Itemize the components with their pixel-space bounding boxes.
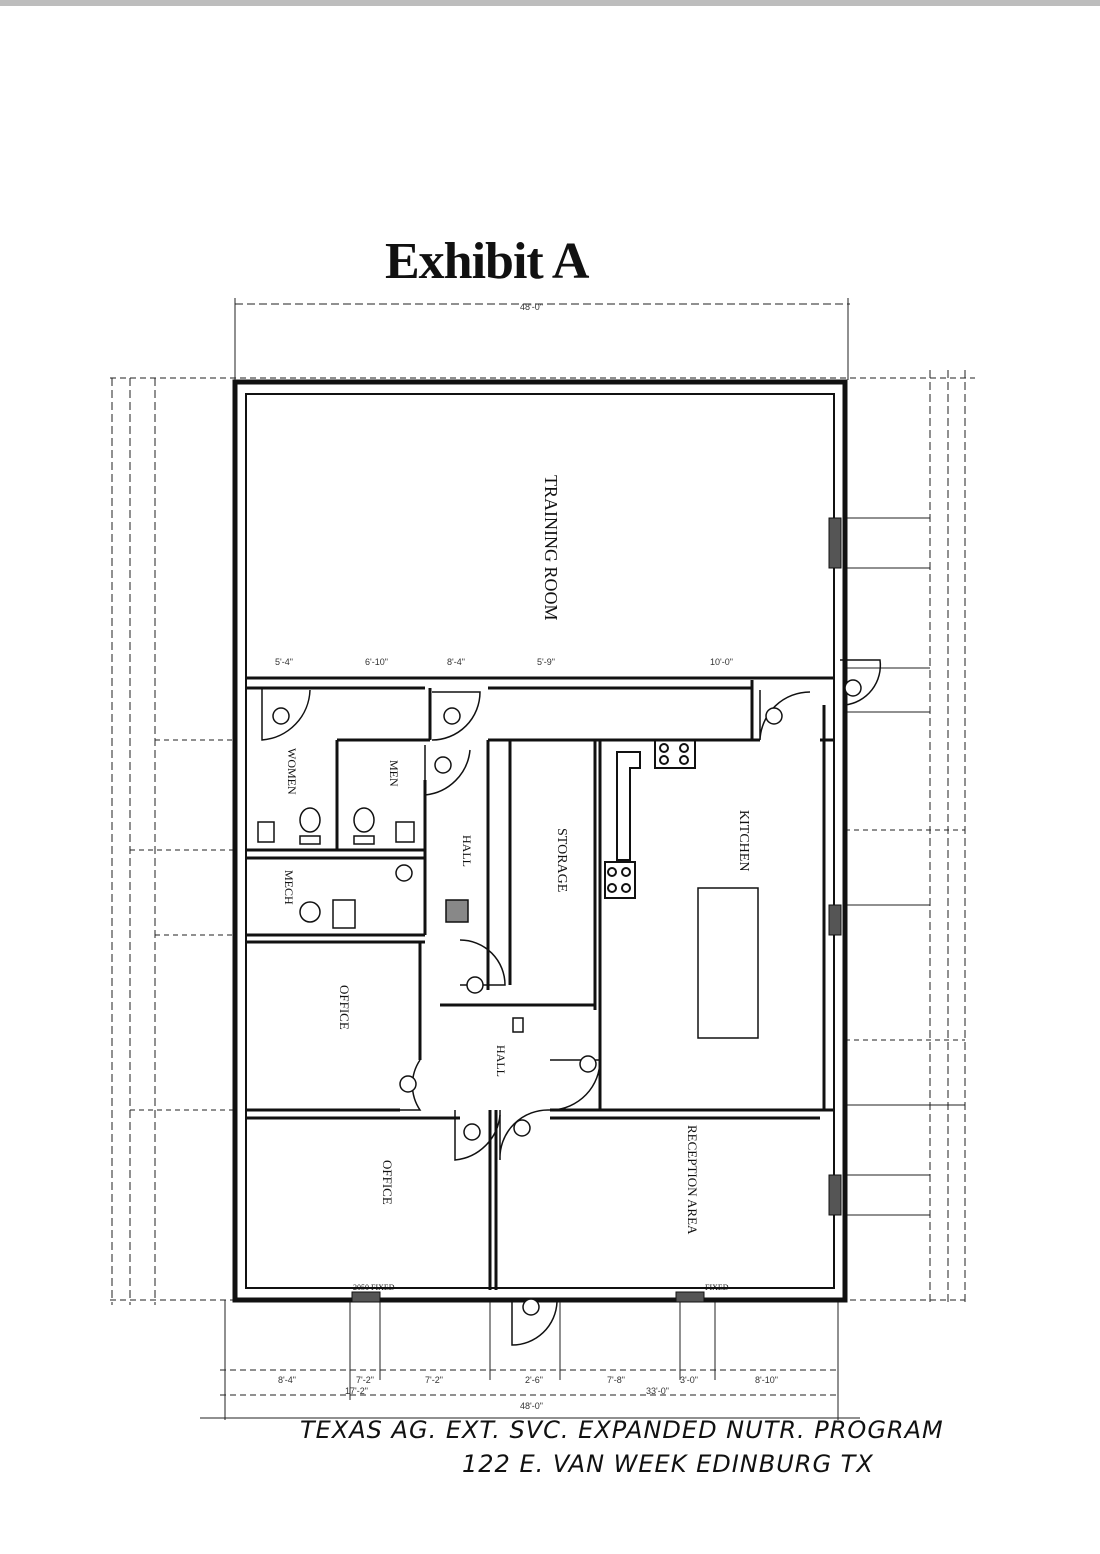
svg-text:8'-10": 8'-10" [755, 1375, 778, 1385]
svg-text:48'-0": 48'-0" [520, 302, 543, 312]
label-kitchen: KITCHEN [736, 810, 751, 871]
svg-text:8'-4": 8'-4" [447, 657, 465, 667]
svg-text:2'-6": 2'-6" [525, 1375, 543, 1385]
label-men: MEN [387, 760, 401, 787]
svg-text:33'-0": 33'-0" [646, 1386, 669, 1396]
label-training-room: TRAINING ROOM [541, 475, 561, 621]
svg-text:5'-4": 5'-4" [275, 657, 293, 667]
kitchen-counter [616, 751, 641, 861]
svg-text:6'-10": 6'-10" [365, 657, 388, 667]
label-hall-lower: HALL [494, 1045, 508, 1077]
door-women [261, 688, 311, 741]
sink-women [257, 821, 275, 843]
label-office-lower: OFFICE [380, 1160, 395, 1205]
top-border [0, 0, 1100, 6]
svg-text:7'-2": 7'-2" [356, 1375, 374, 1385]
svg-text:5'-9": 5'-9" [537, 657, 555, 667]
label-office-upper: OFFICE [337, 985, 352, 1030]
label-women: WOMEN [285, 748, 299, 795]
exhibit-title: Exhibit A [385, 233, 589, 290]
label-window-bottom-right: FIXED [705, 1283, 729, 1292]
svg-text:48'-0": 48'-0" [520, 1401, 543, 1411]
svg-text:10'-0": 10'-0" [710, 657, 733, 667]
svg-text:8'-4": 8'-4" [278, 1375, 296, 1385]
svg-text:17'-2": 17'-2" [345, 1386, 368, 1396]
label-storage: STORAGE [554, 828, 569, 892]
label-hall-upper: HALL [460, 835, 474, 867]
label-mech: MECH [282, 870, 296, 905]
handwritten-program-name: TEXAS AG. EXT. SVC. EXPANDED NUTR. PROGR… [300, 1416, 944, 1444]
kitchen-island [697, 887, 759, 1039]
water-heater [299, 901, 321, 923]
label-reception-area: RECEPTION AREA [685, 1125, 700, 1235]
svg-text:3'-0": 3'-0" [680, 1375, 698, 1385]
svg-text:7'-8": 7'-8" [607, 1375, 625, 1385]
handwritten-address: 122 E. VAN WEEK EDINBURG TX [462, 1450, 874, 1478]
window-right-1 [828, 517, 842, 569]
label-window-bottom-left: 2050 FIXED [353, 1283, 395, 1292]
stove-top [654, 739, 696, 769]
exterior-wall [232, 379, 848, 1303]
svg-text:7'-2": 7'-2" [425, 1375, 443, 1385]
